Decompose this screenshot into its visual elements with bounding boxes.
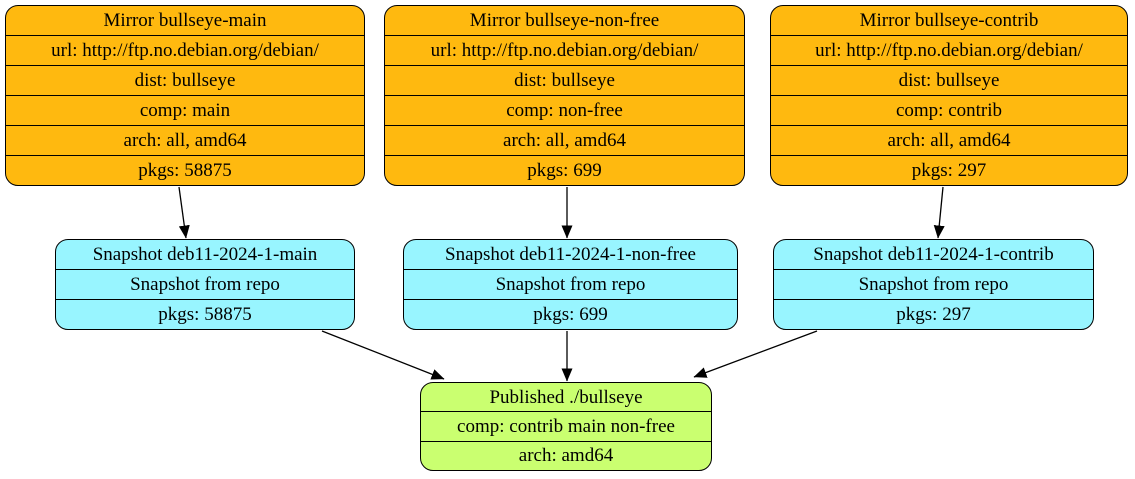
node-row-dist: dist: bullseye: [385, 65, 744, 95]
node-row-source: Snapshot from repo: [56, 269, 354, 299]
node-row-arch: arch: amd64: [421, 440, 711, 470]
node-title: Snapshot deb11-2024-1-contrib: [813, 244, 1054, 265]
published-node-bullseye: Published ./bullseye comp: contrib main …: [420, 382, 712, 471]
edge-snapshot-main-to-published: [321, 330, 445, 380]
node-row-pkgs: pkgs: 58875: [6, 155, 364, 185]
node-row-url: url: http://ftp.no.debian.org/debian/: [6, 35, 364, 65]
node-row-pkgs: pkgs: 297: [774, 299, 1093, 329]
edge-mirror-main-to-snapshot-main: [178, 186, 190, 239]
node-row-comp: comp: non-free: [385, 95, 744, 125]
mirror-node-bullseye-main: Mirror bullseye-main url: http://ftp.no.…: [5, 5, 365, 186]
node-title: Snapshot deb11-2024-1-main: [92, 244, 318, 265]
mirror-node-bullseye-contrib: Mirror bullseye-contrib url: http://ftp.…: [770, 5, 1128, 186]
mirror-node-bullseye-non-free: Mirror bullseye-non-free url: http://ftp…: [384, 5, 745, 186]
snapshot-node-deb11-2024-1-main: Snapshot deb11-2024-1-main Snapshot from…: [55, 239, 355, 330]
node-row-arch: arch: all, amd64: [6, 125, 364, 155]
node-row-pkgs: pkgs: 699: [404, 299, 737, 329]
snapshot-node-deb11-2024-1-non-free: Snapshot deb11-2024-1-non-free Snapshot …: [403, 239, 738, 330]
node-row-url: url: http://ftp.no.debian.org/debian/: [385, 35, 744, 65]
node-row-comp: comp: contrib: [771, 95, 1127, 125]
node-row-pkgs: pkgs: 699: [385, 155, 744, 185]
node-row-source: Snapshot from repo: [404, 269, 737, 299]
node-title: Mirror bullseye-contrib: [859, 10, 1039, 31]
node-row-dist: dist: bullseye: [771, 65, 1127, 95]
node-row-pkgs: pkgs: 297: [771, 155, 1127, 185]
node-row-dist: dist: bullseye: [6, 65, 364, 95]
edge-mirror-contrib-to-snapshot-contrib: [933, 186, 945, 239]
edge-snapshot-contrib-to-published: [693, 330, 818, 378]
node-row-arch: arch: all, amd64: [385, 125, 744, 155]
node-row-source: Snapshot from repo: [774, 269, 1093, 299]
node-row-url: url: http://ftp.no.debian.org/debian/: [771, 35, 1127, 65]
node-row-arch: arch: all, amd64: [771, 125, 1127, 155]
node-title: Mirror bullseye-non-free: [469, 10, 660, 31]
node-row-comp: comp: contrib main non-free: [421, 411, 711, 440]
node-title: Mirror bullseye-main: [103, 10, 267, 31]
node-row-comp: comp: main: [6, 95, 364, 125]
snapshot-node-deb11-2024-1-contrib: Snapshot deb11-2024-1-contrib Snapshot f…: [773, 239, 1094, 330]
node-row-pkgs: pkgs: 58875: [56, 299, 354, 329]
node-title: Snapshot deb11-2024-1-non-free: [445, 244, 696, 265]
node-title: Published ./bullseye: [489, 386, 643, 408]
